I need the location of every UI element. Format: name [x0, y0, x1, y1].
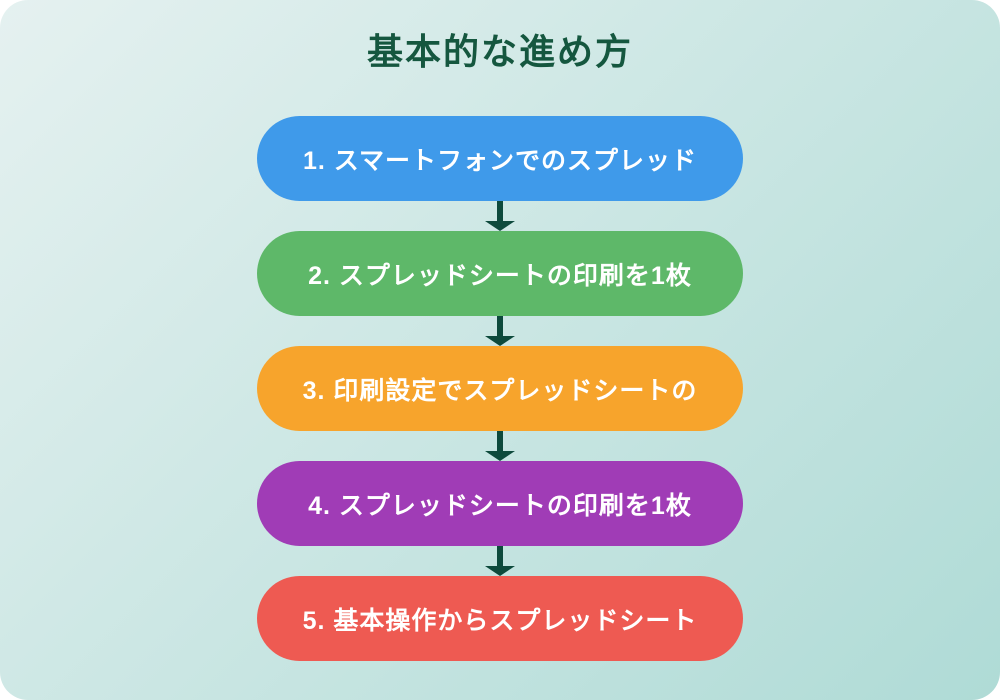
page-title: 基本的な進め方 [366, 31, 633, 72]
step-4-label: 4. スプレッドシートの印刷を1枚 [308, 491, 692, 520]
arrow-head [485, 221, 515, 231]
arrow-stem [497, 201, 503, 221]
step-3-label: 3. 印刷設定でスプレッドシートの [302, 376, 698, 405]
arrow-head [485, 336, 515, 346]
arrow-stem [497, 546, 503, 566]
arrow-down-icon [485, 431, 515, 461]
step-2-pill: 2. スプレッドシートの印刷を1枚 [257, 231, 743, 316]
step-5-pill: 5. 基本操作からスプレッドシート [257, 576, 743, 661]
step-2-label: 2. スプレッドシートの印刷を1枚 [308, 261, 692, 290]
step-5-label: 5. 基本操作からスプレッドシート [302, 606, 698, 635]
step-1-label: 1. スマートフォンでのスプレッド [302, 146, 698, 175]
arrow-down-icon [485, 201, 515, 231]
step-4-pill: 4. スプレッドシートの印刷を1枚 [257, 461, 743, 546]
arrow-head [485, 451, 515, 461]
step-1-pill: 1. スマートフォンでのスプレッド [257, 116, 743, 201]
arrow-stem [497, 316, 503, 336]
arrow-down-icon [485, 546, 515, 576]
arrow-head [485, 566, 515, 576]
arrow-down-icon [485, 316, 515, 346]
arrow-stem [497, 431, 503, 451]
step-3-pill: 3. 印刷設定でスプレッドシートの [257, 346, 743, 431]
flowchart: 1. スマートフォンでのスプレッド 2. スプレッドシートの印刷を1枚 3. 印… [0, 116, 1000, 661]
